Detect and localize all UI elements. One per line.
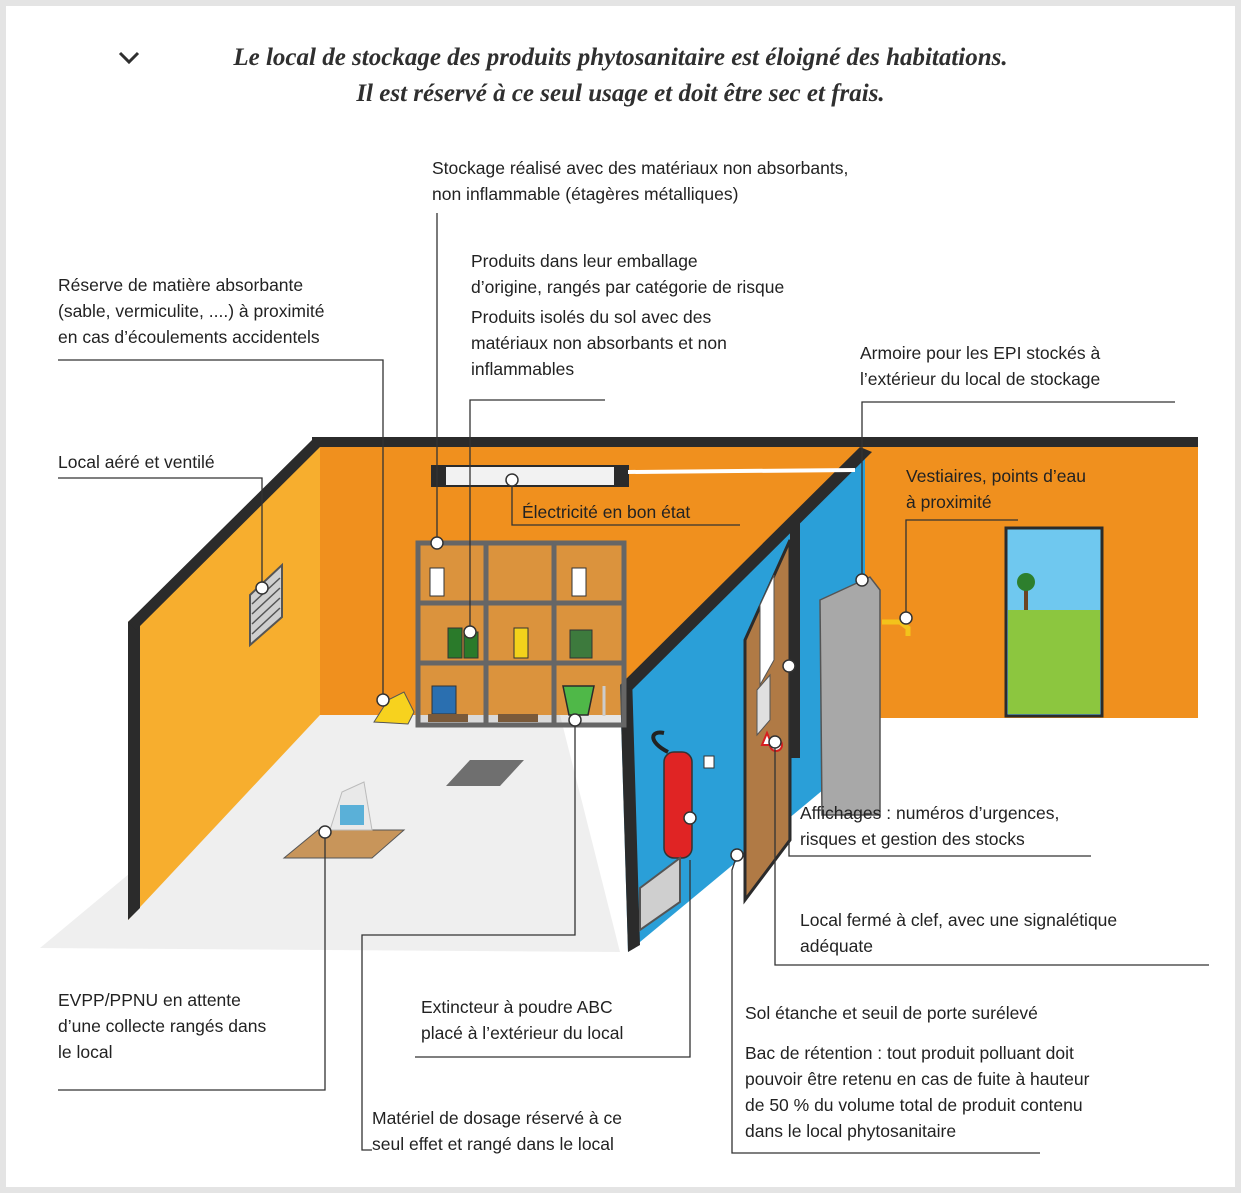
left-wall-edge [128, 612, 140, 920]
leader-dots [255, 473, 913, 862]
exterior-wall-top [868, 437, 1198, 447]
bucket-icon [562, 685, 595, 716]
door-frame [790, 520, 800, 758]
label-dosing-equipment: Matériel de dosage réservé à ce seul eff… [372, 1108, 622, 1154]
bottle-icon [429, 567, 445, 597]
partition-edge [620, 675, 640, 952]
bottle-icon [447, 627, 463, 659]
duckboard [498, 714, 538, 722]
label-electricity: Électricité en bon état [522, 502, 691, 522]
title-line-1: Le local de stockage des produits phytos… [233, 44, 1008, 71]
chevron-down-icon [118, 51, 140, 65]
bottle-icon [571, 567, 587, 597]
electric-cable [627, 468, 856, 474]
label-storage-materials: Stockage réalisé avec des matériaux non … [432, 158, 849, 204]
ppe-cabinet [819, 576, 881, 816]
notice-board [759, 574, 775, 687]
label-sealed-floor: Sol étanche et seuil de porte surélevé [745, 1003, 1038, 1023]
back-wall-top [312, 437, 868, 447]
vent-grille-icon [639, 856, 681, 932]
alarm-box [703, 755, 715, 769]
can-icon [431, 685, 457, 715]
light-fixture [431, 465, 629, 487]
tree-icon [1024, 585, 1028, 610]
vent-grille-icon [249, 562, 283, 648]
label-original-packaging: Produits dans leur emballage d’origine, … [471, 251, 785, 297]
bottle-icon [513, 627, 529, 659]
tree-icon [1017, 573, 1035, 591]
label-ppe-cabinet: Armoire pour les EPI stockés à l’extérie… [860, 343, 1101, 389]
label-signage: Affichages : numéros d’urgences, risques… [800, 803, 1060, 849]
label-retention-tray: Bac de rétention : tout produit polluant… [745, 1043, 1090, 1141]
duckboard [428, 714, 468, 722]
can-icon [569, 629, 593, 659]
ppnu-container [340, 805, 364, 825]
label-isolated-products: Produits isolés du sol avec des matériau… [471, 307, 727, 379]
label-ventilated: Local aéré et ventilé [58, 452, 215, 472]
partition-top [620, 447, 872, 690]
left-wall [128, 445, 320, 920]
label-changing-rooms: Vestiaires, points d’eau à proximité [906, 466, 1086, 512]
collection-table [282, 829, 406, 859]
label-locked-room: Local fermé à clef, avec une signalétiqu… [800, 910, 1118, 956]
left-wall-top [128, 440, 320, 630]
leader-lines [58, 213, 1209, 1154]
label-extinguisher: Extincteur à poudre ABC placé à l’extéri… [421, 997, 624, 1043]
fire-extinguisher-icon [663, 751, 693, 859]
floor-drain [446, 760, 524, 786]
label-absorbent-reserve: Réserve de matière absorbante (sable, ve… [58, 275, 325, 347]
notice-sheet [756, 673, 771, 737]
title-line-2: Il est réservé à ce seul usage et doit ê… [356, 80, 885, 107]
faucet-icon [882, 619, 911, 636]
label-evpp-ppnu: EVPP/PPNU en attente d’une collecte rang… [58, 990, 267, 1062]
